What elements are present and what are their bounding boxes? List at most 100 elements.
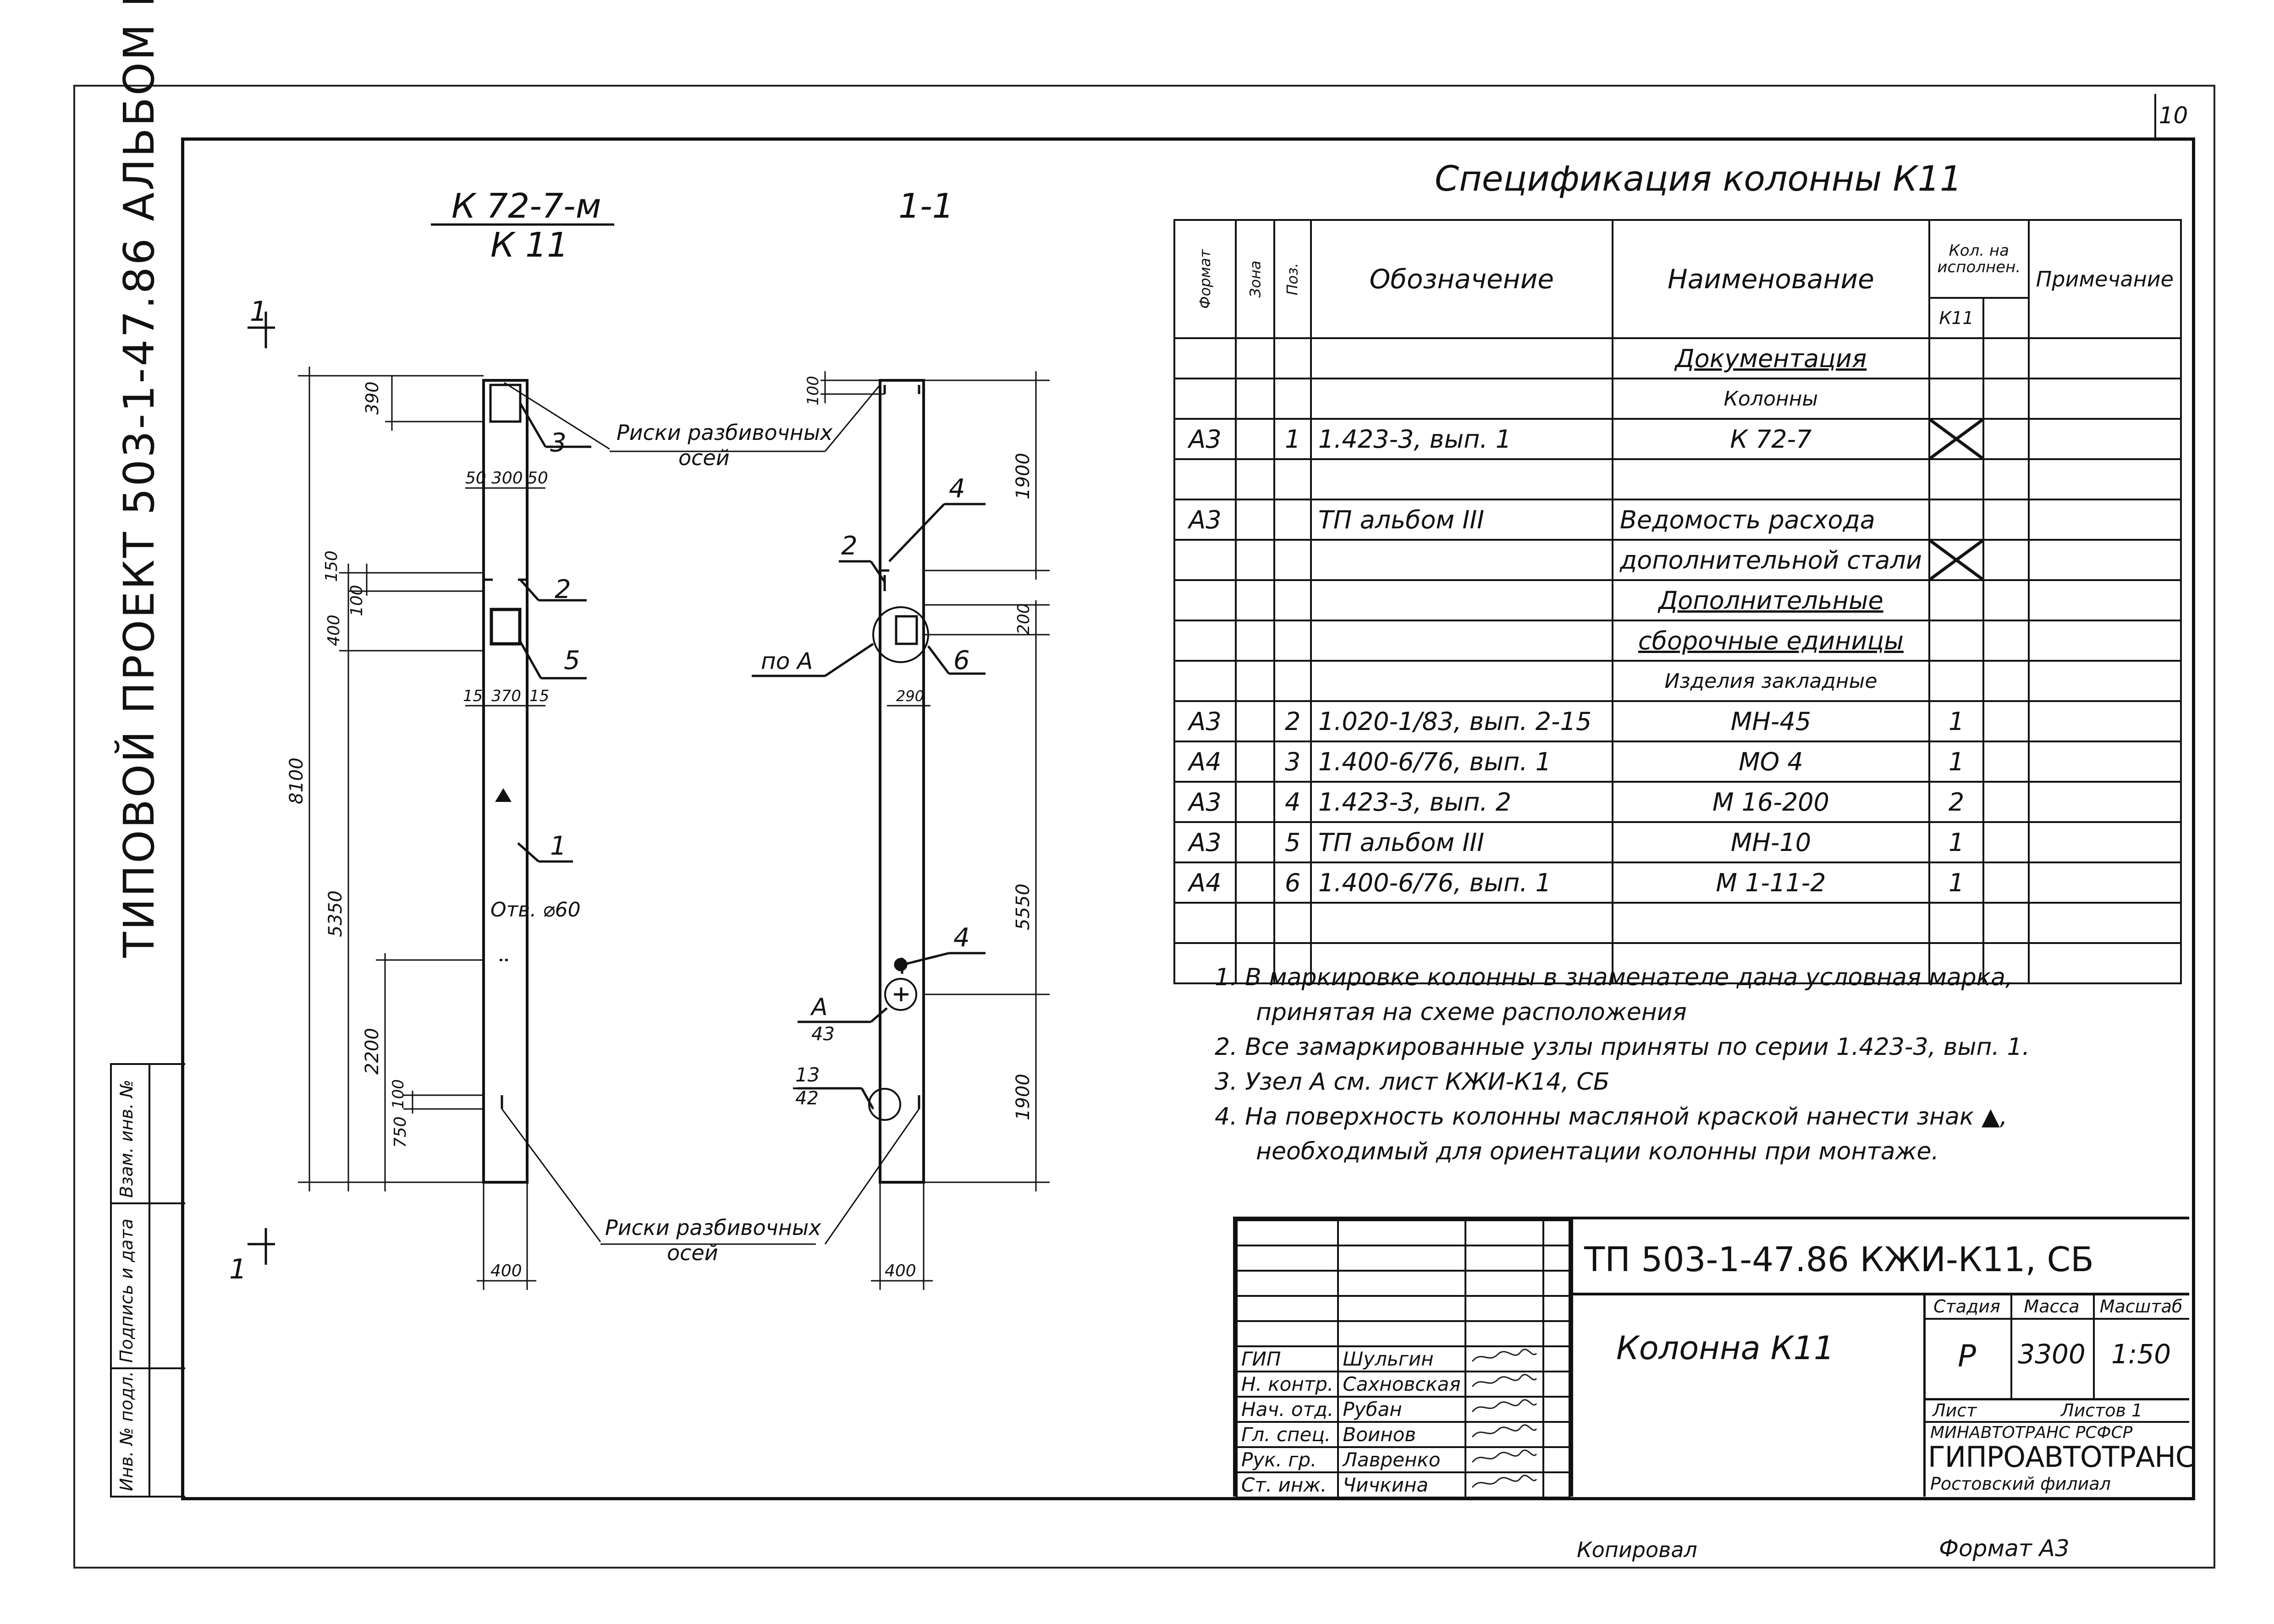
spec-qty2-cell bbox=[1982, 378, 2030, 420]
mark-bottom: К 11 bbox=[490, 225, 568, 265]
callout-5: 5 bbox=[564, 646, 580, 675]
spec-zone-cell bbox=[1234, 418, 1276, 460]
callout-1: 1 bbox=[550, 831, 567, 861]
spec-pos-cell: 5 bbox=[1273, 821, 1312, 863]
spec-zone-cell bbox=[1234, 741, 1276, 783]
node-13-top: 13 bbox=[795, 1064, 820, 1086]
people-role: Ст. инж. bbox=[1235, 1471, 1339, 1498]
spec-designation-cell bbox=[1310, 539, 1613, 581]
spec-zone-cell bbox=[1234, 821, 1276, 863]
spec-note-cell bbox=[2027, 620, 2182, 662]
people-row: Гл. спец.Воинов bbox=[1235, 1421, 1571, 1448]
spec-pos-cell: 6 bbox=[1273, 861, 1312, 904]
people-role: Нач. отд. bbox=[1235, 1396, 1339, 1423]
sheet-frame bbox=[181, 137, 2195, 1500]
risks-label-top-2: осей bbox=[678, 445, 730, 470]
spec-row: Дополнительные bbox=[1173, 579, 2182, 621]
spec-qty-cell: 2 bbox=[1928, 781, 1985, 823]
spec-qty2-cell bbox=[1982, 579, 2030, 621]
spec-name-cell: Ведомость расхода bbox=[1611, 499, 1930, 541]
spec-qty2-cell bbox=[1982, 821, 2030, 863]
by-a-label: по А bbox=[761, 648, 813, 675]
hole-label: Отв. ⌀60 bbox=[490, 898, 581, 922]
spec-qty-cell bbox=[1928, 539, 1985, 581]
spec-qty-cell: 1 bbox=[1928, 821, 1985, 863]
dim-150: 150 bbox=[322, 550, 341, 582]
spec-pos-cell: 2 bbox=[1273, 700, 1312, 742]
people-row: Нач. отд.Рубан bbox=[1235, 1396, 1571, 1423]
spec-zone-cell bbox=[1234, 499, 1276, 541]
dim-400w-right: 400 bbox=[885, 1262, 916, 1280]
tb-sheet-label: Лист bbox=[1933, 1400, 1977, 1421]
spec-designation-cell bbox=[1310, 902, 1613, 944]
spec-zone-cell bbox=[1234, 579, 1276, 621]
spec-row: Документация bbox=[1173, 337, 2182, 379]
people-name: Сахновская bbox=[1337, 1371, 1466, 1398]
spec-designation-cell bbox=[1310, 620, 1613, 662]
hdr-qty-sub: К11 bbox=[1928, 297, 1985, 339]
spec-format-cell: А3 bbox=[1173, 781, 1237, 823]
tb-sheets-label: Листов 1 bbox=[2061, 1400, 2143, 1421]
people-date bbox=[1542, 1421, 1571, 1448]
spec-note-cell bbox=[2027, 902, 2182, 944]
spec-designation-cell: 1.423-3, вып. 2 bbox=[1310, 781, 1613, 823]
spec-note-cell bbox=[2027, 660, 2182, 702]
people-name: Рубан bbox=[1337, 1396, 1466, 1423]
dim-r-1900: 1900 bbox=[1013, 453, 1034, 499]
people-row: Н. контр.Сахновская bbox=[1235, 1371, 1571, 1398]
spec-qty-cell bbox=[1928, 499, 1985, 541]
notes: 1. В маркировке колонны в знаменателе да… bbox=[1215, 960, 2030, 1169]
node-a-bottom: 43 bbox=[811, 1024, 835, 1045]
spec-qty-cell bbox=[1928, 458, 1985, 500]
tb-org-1: МИНАВТОТРАНС РСФСР bbox=[1930, 1423, 2133, 1442]
people-date bbox=[1542, 1371, 1571, 1398]
spec-qty2-cell bbox=[1982, 337, 2030, 379]
copied-label: Копировал bbox=[1577, 1537, 1697, 1562]
people-role: Рук. гр. bbox=[1235, 1446, 1339, 1473]
spec-format-cell bbox=[1173, 942, 1237, 984]
column-drawing: К 72-7-м К 11 1-1 1 1 390 50 300 50 150 … bbox=[229, 187, 1050, 1290]
people-date bbox=[1542, 1396, 1571, 1423]
spec-qty-cell bbox=[1928, 337, 1985, 379]
spec-format-cell bbox=[1173, 660, 1237, 702]
spec-format-cell: А3 bbox=[1173, 821, 1237, 863]
dim-5350: 5350 bbox=[325, 890, 346, 937]
dim-r-100: 100 bbox=[804, 376, 822, 406]
callout-6: 6 bbox=[953, 646, 970, 675]
spec-qty-cell bbox=[1928, 579, 1985, 621]
spec-qty-cell bbox=[1928, 378, 1985, 420]
dim-400: 400 bbox=[325, 614, 343, 646]
spec-qty-cell bbox=[1928, 902, 1985, 944]
dim-370: 370 bbox=[491, 687, 521, 705]
tb-org-3: Ростовский филиал bbox=[1930, 1474, 2111, 1494]
people-role: Гл. спец. bbox=[1235, 1421, 1339, 1448]
spec-note-cell bbox=[2027, 861, 2182, 904]
dim-50b: 50 bbox=[527, 469, 548, 488]
spec-name-cell: МН-10 bbox=[1611, 821, 1930, 863]
tb-stage-label: Стадия bbox=[1933, 1296, 2000, 1317]
note-4: 4. На поверхность колонны масляной краск… bbox=[1215, 1103, 2008, 1130]
people-row: Рук. гр.Лавренко bbox=[1235, 1446, 1571, 1473]
hdr-name: Наименование bbox=[1611, 219, 1930, 339]
risks-label-bot-1: Риски разбивочных bbox=[605, 1215, 821, 1240]
spec-name-cell: сборочные единицы bbox=[1611, 620, 1930, 662]
spec-format-cell bbox=[1173, 337, 1237, 379]
spec-pos-cell bbox=[1273, 660, 1312, 702]
spec-row bbox=[1173, 458, 2182, 500]
dim-r-5550: 5550 bbox=[1013, 883, 1034, 930]
spec-row bbox=[1173, 902, 2182, 944]
dim-2200: 2200 bbox=[362, 1028, 383, 1075]
node-13-bottom: 42 bbox=[795, 1088, 819, 1109]
spec-name-cell: Изделия закладные bbox=[1611, 660, 1930, 702]
spec-qty2-cell bbox=[1982, 660, 2030, 702]
callout-4-top: 4 bbox=[949, 474, 965, 504]
spec-qty2-cell bbox=[1982, 458, 2030, 500]
spec-pos-cell bbox=[1273, 337, 1312, 379]
spec-designation-cell bbox=[1310, 337, 1613, 379]
spec-zone-cell bbox=[1234, 378, 1276, 420]
spec-qty-cell bbox=[1928, 418, 1985, 460]
